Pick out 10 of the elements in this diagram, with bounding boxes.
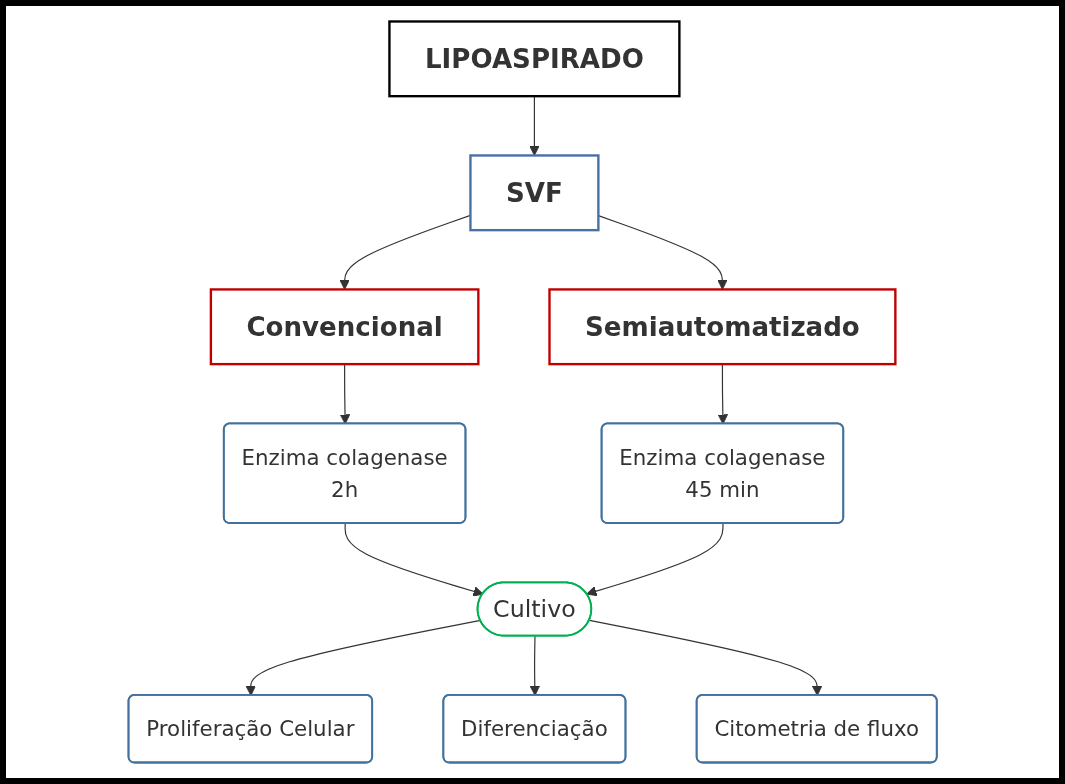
node-box: Semiautomatizado xyxy=(548,288,897,366)
arrow xyxy=(586,523,724,597)
arrow xyxy=(344,523,484,597)
arrow xyxy=(245,619,481,696)
node-box: Convencional xyxy=(209,288,480,366)
node-box: SVF xyxy=(469,154,600,232)
node-box: LIPOASPIRADO xyxy=(388,20,681,98)
arrow xyxy=(529,635,540,696)
arrow xyxy=(588,619,823,696)
arrow xyxy=(339,214,471,290)
